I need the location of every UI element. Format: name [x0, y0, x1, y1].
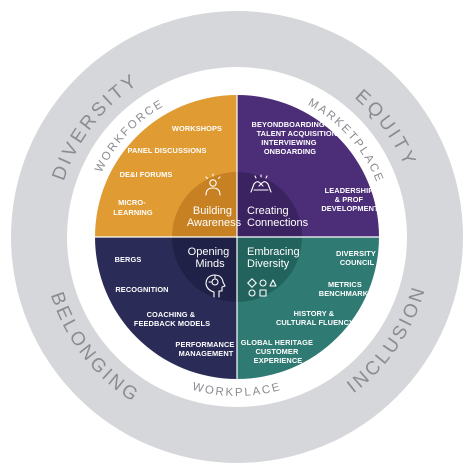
- list-item: WORKSHOPS: [172, 124, 222, 133]
- list-item: DE&I FORUMS: [120, 170, 173, 179]
- list-item: MICRO- LEARNING: [113, 198, 153, 217]
- list-item: BEYONDBOARDING® TALENT ACQUISITION INTER…: [252, 120, 340, 156]
- title-opening-minds: Opening Minds: [188, 246, 233, 270]
- handshake-icon: [250, 174, 272, 193]
- center-building-awareness: [172, 172, 237, 237]
- list-item: PANEL DISCUSSIONS: [127, 146, 206, 155]
- list-item: RECOGNITION: [115, 285, 168, 294]
- list-item: BERGS: [115, 255, 142, 264]
- list-item: METRICS BENCHMARKS: [319, 280, 373, 298]
- title-embracing-diversity: Embracing Diversity: [247, 246, 303, 270]
- head-brain-icon: [205, 274, 226, 298]
- center-opening-minds: [172, 237, 237, 302]
- list-item: COACHING & FEEDBACK MODELS: [134, 310, 210, 328]
- list-item: DIVERSITY COUNCIL: [336, 249, 378, 267]
- list-item: GLOBAL HERITAGE CUSTOMER EXPERIENCE: [241, 338, 315, 365]
- shapes-icon: [247, 278, 277, 297]
- list-item: HISTORY & CULTURAL FLUENCY: [276, 309, 354, 327]
- center-creating-connections: [237, 172, 302, 237]
- list-item: PERFORMANCE MANAGEMENT: [175, 340, 236, 358]
- person-lightbulb-icon: [205, 173, 221, 196]
- title-creating-connections: Creating Connections: [247, 205, 309, 229]
- list-item: LEADERSHIP & PROF DEVELOPMENT: [321, 186, 379, 213]
- title-building-awareness: Building Awareness: [187, 205, 242, 229]
